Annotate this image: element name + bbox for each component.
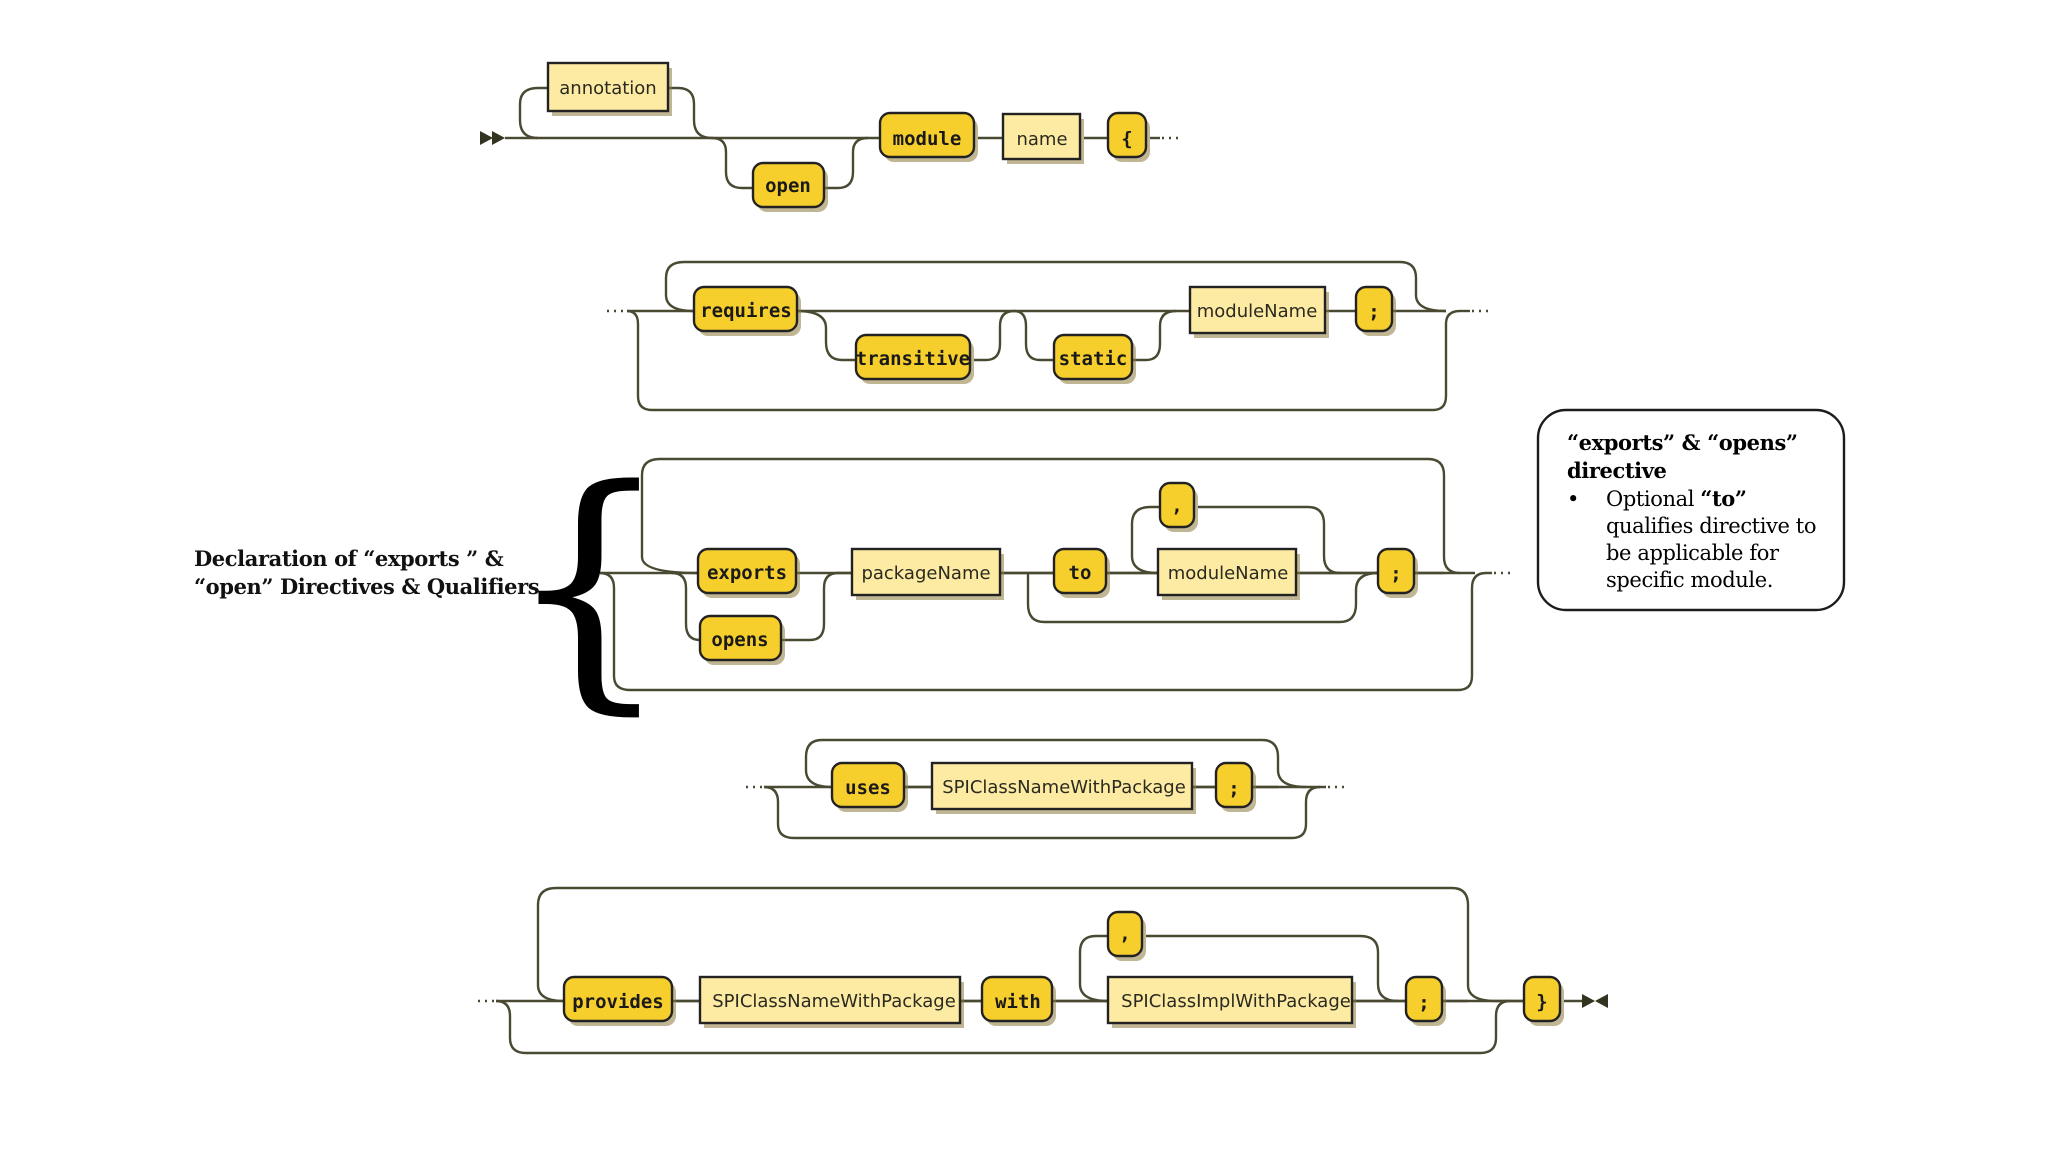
note-bullet-icon: • bbox=[1567, 487, 1579, 511]
provides-keyword: provides bbox=[562, 975, 676, 1026]
semicolon-keyword: ; bbox=[1214, 761, 1256, 812]
svg-text:,: , bbox=[1119, 923, 1130, 945]
note-line2: qualifies directive to bbox=[1606, 514, 1816, 538]
side-annotation: Declaration of “exports ” & “open” Direc… bbox=[194, 435, 671, 737]
module-keyword: module bbox=[878, 111, 978, 162]
exports-rule: exports opens packageName to , moduleNam… bbox=[583, 457, 1512, 692]
svg-text:module: module bbox=[893, 128, 962, 150]
uses-keyword: uses bbox=[830, 761, 908, 812]
curly-brace-icon: { bbox=[506, 435, 671, 737]
svg-text:SPIClassImplWithPackage: SPIClassImplWithPackage bbox=[1121, 991, 1351, 1012]
end-arrow-icon bbox=[1595, 994, 1608, 1008]
semicolon-keyword: ; bbox=[1376, 547, 1418, 598]
annotation-node: annotation bbox=[546, 61, 672, 116]
note-line4: specific module. bbox=[1606, 568, 1773, 592]
start-arrow-icon bbox=[480, 131, 493, 145]
comma-keyword: , bbox=[1106, 910, 1146, 961]
svg-text:{: { bbox=[1121, 128, 1132, 150]
static-keyword: static bbox=[1052, 333, 1136, 384]
svg-text:annotation: annotation bbox=[559, 78, 656, 99]
svg-text:;: ; bbox=[1418, 992, 1429, 1014]
svg-text:,: , bbox=[1171, 495, 1182, 517]
svg-text:static: static bbox=[1059, 348, 1128, 370]
svg-text:;: ; bbox=[1368, 301, 1379, 323]
opens-keyword: opens bbox=[698, 614, 785, 665]
note-optional-prefix: Optional bbox=[1606, 487, 1700, 511]
svg-text:exports: exports bbox=[707, 562, 787, 584]
side-label-line2: “open” Directives & Qualifiers bbox=[194, 574, 539, 599]
svg-text:moduleName: moduleName bbox=[1197, 301, 1318, 322]
svg-text:with: with bbox=[995, 991, 1041, 1013]
side-label-line1: Declaration of “exports ” & bbox=[194, 546, 504, 571]
SPIClassImplWithPackage-node: SPIClassImplWithPackage bbox=[1106, 975, 1356, 1028]
svg-text:;: ; bbox=[1228, 778, 1239, 800]
svg-text:uses: uses bbox=[845, 777, 891, 799]
to-keyword: to bbox=[1052, 547, 1110, 598]
uses-rule: uses SPIClassNameWithPackage ; bbox=[746, 738, 1346, 840]
semicolon-keyword: ; bbox=[1354, 285, 1396, 336]
open-keyword: open bbox=[751, 161, 828, 212]
svg-text:provides: provides bbox=[572, 991, 664, 1013]
name-node: name bbox=[1001, 112, 1084, 164]
svg-text:moduleName: moduleName bbox=[1168, 563, 1289, 584]
svg-text:packageName: packageName bbox=[861, 563, 990, 584]
transitive-keyword: transitive bbox=[854, 333, 974, 384]
note-title-line1: “exports” & “opens” bbox=[1567, 430, 1798, 455]
moduleName-node: moduleName bbox=[1156, 547, 1300, 600]
svg-text:to: to bbox=[1069, 562, 1092, 584]
svg-text:transitive: transitive bbox=[856, 348, 970, 370]
svg-text:opens: opens bbox=[711, 629, 768, 651]
close-brace-keyword: } bbox=[1522, 975, 1564, 1026]
svg-text:open: open bbox=[765, 175, 811, 197]
svg-text:;: ; bbox=[1390, 563, 1401, 585]
end-arrow-icon bbox=[1582, 994, 1595, 1008]
moduleName-node: moduleName bbox=[1188, 285, 1329, 338]
note-title-line2: directive bbox=[1567, 458, 1667, 483]
SPIClassNameWithPackage-node: SPIClassNameWithPackage bbox=[930, 761, 1196, 814]
provides-rule: provides SPIClassNameWithPackage with , … bbox=[478, 886, 1608, 1055]
svg-text:name: name bbox=[1016, 129, 1067, 150]
requires-rule: requires transitive static moduleName ; bbox=[607, 260, 1490, 412]
packageName-node: packageName bbox=[850, 547, 1004, 600]
requires-keyword: requires bbox=[692, 285, 801, 336]
note-to-keyword: “to” bbox=[1700, 486, 1746, 511]
exports-keyword: exports bbox=[696, 547, 800, 598]
svg-text:requires: requires bbox=[700, 300, 792, 322]
svg-text:SPIClassNameWithPackage: SPIClassNameWithPackage bbox=[712, 991, 956, 1012]
note-callout: “exports” & “opens” directive • Optional… bbox=[1536, 408, 1846, 612]
semicolon-keyword: ; bbox=[1404, 975, 1446, 1026]
open-brace-keyword: { bbox=[1106, 111, 1150, 162]
note-box bbox=[1536, 408, 1846, 612]
note-line3: be applicable for bbox=[1606, 541, 1780, 565]
svg-text:SPIClassNameWithPackage: SPIClassNameWithPackage bbox=[942, 777, 1186, 798]
svg-text:}: } bbox=[1536, 991, 1547, 1013]
start-arrow-icon bbox=[492, 131, 505, 145]
with-keyword: with bbox=[980, 975, 1056, 1026]
SPIClassNameWithPackage-node: SPIClassNameWithPackage bbox=[698, 975, 964, 1028]
comma-keyword: , bbox=[1158, 481, 1198, 532]
module-declaration-rule: annotation open module name { bbox=[480, 61, 1182, 212]
note-line1: Optional “to” bbox=[1606, 486, 1747, 511]
